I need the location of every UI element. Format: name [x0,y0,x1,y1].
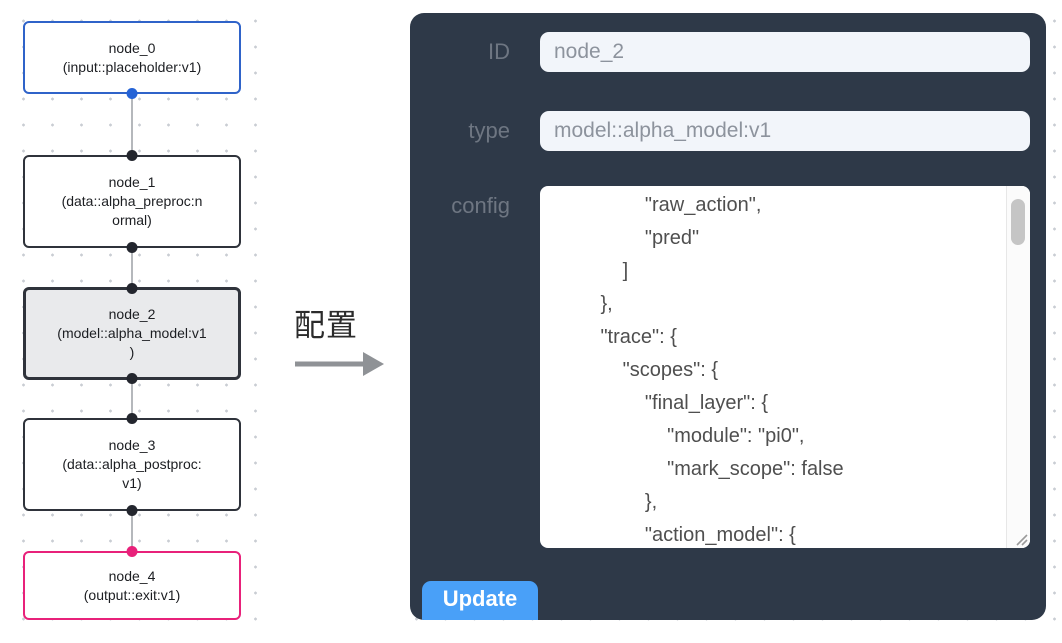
id-field-label: ID [488,39,510,64]
configure-annotation: 配置 [294,300,394,377]
graph-node-node_4[interactable]: node_4 (output::exit:v1) [23,546,241,620]
output-port[interactable] [126,242,138,253]
configure-label: 配置 [294,308,358,343]
node-title: node_3 [108,437,156,453]
edge-node1-node2 [131,248,133,287]
input-port[interactable] [126,283,138,294]
id-input[interactable] [540,32,1030,72]
input-port[interactable] [126,150,138,161]
node-title: node_1 [108,174,156,190]
edge-node3-node4 [131,511,133,551]
config-json-editor[interactable]: "raw_action", "pred" ] }, "trace": { "sc… [540,186,1030,548]
output-port[interactable] [126,505,138,516]
config-scrollbar-thumb[interactable] [1011,199,1025,245]
type-field-label: type [468,118,510,143]
right-arrow-icon [295,352,384,376]
node-subtitle: (data::alpha_postproc: v1) [62,456,202,491]
graph-node-node_3[interactable]: node_3 (data::alpha_postproc: v1) [23,413,241,516]
input-port[interactable] [126,546,138,557]
type-input[interactable] [540,111,1030,151]
node-subtitle: (model::alpha_model:v1 ) [57,325,207,360]
graph-node-node_1[interactable]: node_1 (data::alpha_preproc:n ormal) [23,150,241,253]
node-subtitle: (input::placeholder:v1) [62,58,202,75]
node-subtitle: (output::exit:v1) [83,586,181,603]
textarea-resize-grip-icon[interactable] [1014,532,1028,546]
output-port[interactable] [126,373,138,384]
update-button[interactable]: Update [422,581,538,620]
edge-node0-node1 [131,94,133,155]
config-json-text[interactable]: "raw_action", "pred" ] }, "trace": { "sc… [600,194,844,546]
graph-node-node_0[interactable]: node_0 (input::placeholder:v1) [23,21,241,99]
config-field-label: config [451,193,510,218]
output-port[interactable] [126,88,138,99]
graph-node-node_2-selected[interactable]: node_2 (model::alpha_model:v1 ) [23,283,241,384]
config-scrollbar-track[interactable] [1006,186,1030,548]
node-title: node_0 [108,39,156,56]
input-port[interactable] [126,413,138,424]
node-subtitle: (data::alpha_preproc:n ormal) [61,193,203,228]
node-title: node_2 [108,306,156,322]
edge-node2-node3 [131,380,133,418]
node-config-panel: ID type config "raw_action", "pred" ] },… [410,13,1046,620]
node-title: node_4 [108,567,156,584]
